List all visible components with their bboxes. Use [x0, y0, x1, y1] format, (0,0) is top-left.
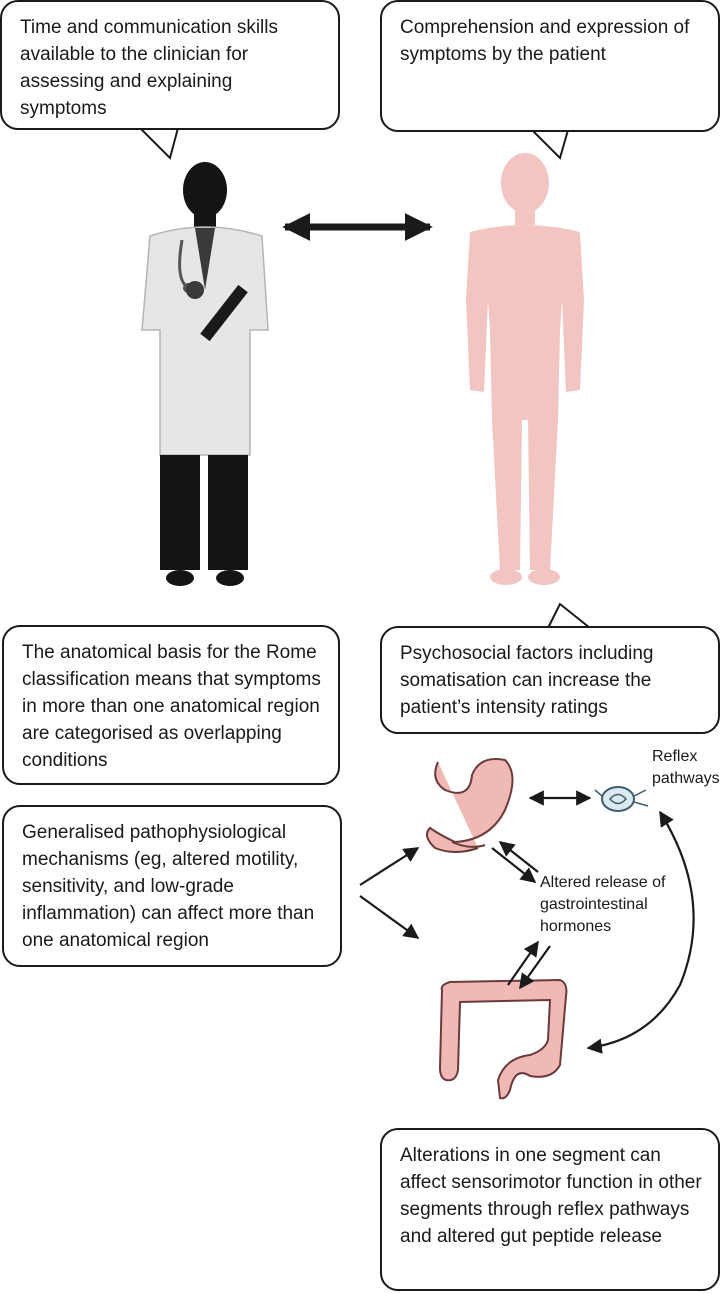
colon-icon [438, 978, 568, 1100]
patient-figure [466, 153, 584, 585]
mechanism-stomach-arrow [359, 847, 420, 886]
patient-bubble-tail [529, 129, 570, 160]
spinal-cord-icon [594, 786, 649, 812]
colon-hormone-arrow-a [507, 940, 539, 986]
alterations-box: Alterations in one segment can affect se… [380, 1128, 720, 1291]
doctor-figure [141, 162, 269, 586]
stomach-hormone-arrow-b [498, 841, 539, 873]
reflex-colon-arrow [586, 810, 695, 1054]
rome-classification-box: The anatomical basis for the Rome classi… [2, 625, 340, 785]
mechanisms-box: Generalised pathophysiological mechanism… [2, 805, 342, 967]
stomach-icon [425, 758, 514, 853]
mechanism-colon-arrow [359, 895, 420, 939]
hormones-label: Altered release of gastrointestinal horm… [540, 874, 666, 935]
reflex-pathways-label: Reflex pathways [652, 748, 720, 787]
clinician-bubble-tail [137, 127, 180, 160]
clinician-bubble: Time and communication skills available … [0, 0, 340, 130]
psychosocial-bubble: Psychosocial factors including somatisat… [380, 626, 720, 734]
psychosocial-bubble-tail [546, 602, 593, 629]
colon-hormone-arrow-b [519, 945, 551, 990]
patient-bubble: Comprehension and expression of symptoms… [380, 0, 720, 132]
